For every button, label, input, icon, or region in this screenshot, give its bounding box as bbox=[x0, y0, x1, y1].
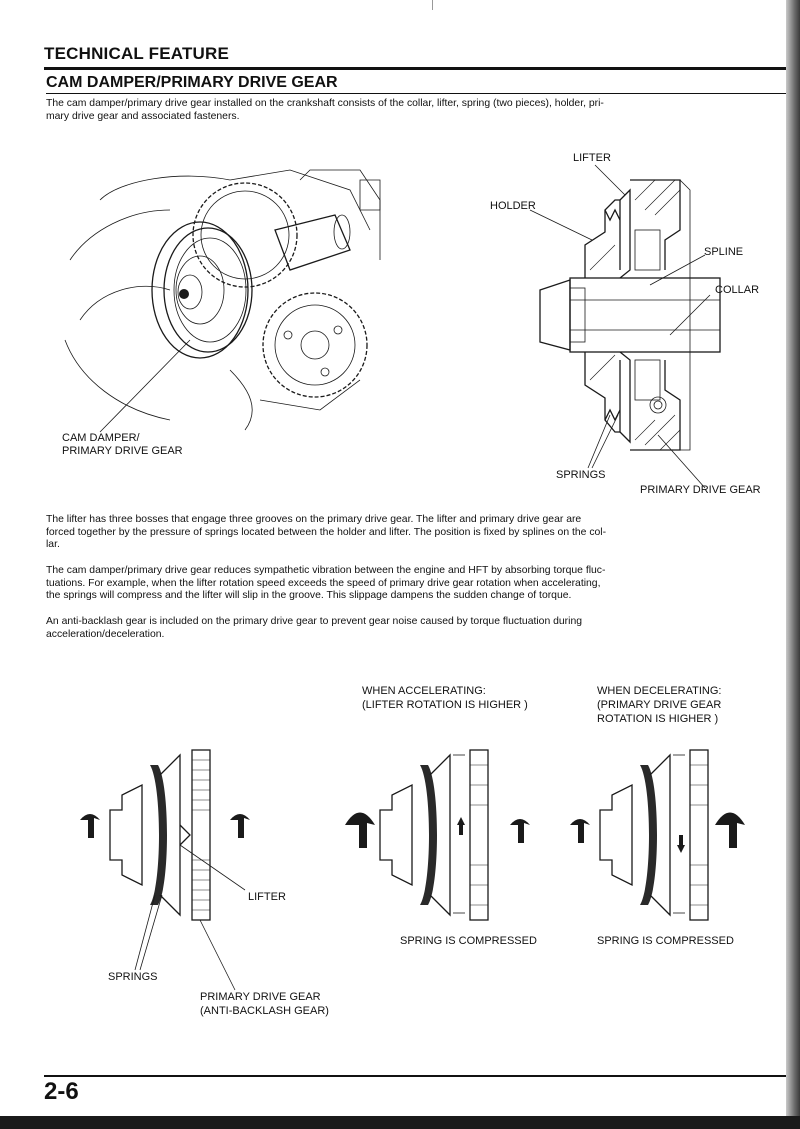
body-line: lar. bbox=[46, 539, 60, 551]
intro-line: The cam damper/primary drive gear instal… bbox=[46, 98, 604, 109]
label-lifter-rotation-higher: (LIFTER ROTATION IS HIGHER ) bbox=[362, 699, 528, 711]
footer-rule bbox=[44, 1075, 788, 1077]
body-line: An anti-backlash gear is included on the… bbox=[46, 616, 583, 627]
label-lifter-diagram: LIFTER bbox=[248, 891, 286, 903]
body-paragraph-3: An anti-backlash gear is included on the… bbox=[46, 616, 790, 641]
heading-rule bbox=[46, 93, 786, 94]
body-paragraph-2: The cam damper/primary drive gear reduce… bbox=[46, 565, 790, 603]
top-edge-mark bbox=[432, 0, 433, 10]
label-cam-damper-line2: PRIMARY DRIVE GEAR bbox=[62, 445, 183, 457]
label-springs-diagram: SPRINGS bbox=[108, 971, 158, 983]
label-when-decelerating: WHEN DECELERATING: bbox=[597, 685, 722, 697]
label-pdg-anti-backlash-2: (ANTI-BACKLASH GEAR) bbox=[200, 1005, 329, 1017]
label-collar: COLLAR bbox=[715, 284, 760, 296]
cam-damper-cross-section bbox=[529, 164, 721, 489]
page-edge-shadow bbox=[786, 0, 800, 1129]
body-line: the springs will compress and the lifter… bbox=[46, 590, 572, 602]
label-pdg-anti-backlash-1: PRIMARY DRIVE GEAR bbox=[200, 991, 321, 1003]
damper-diagram-decelerating bbox=[570, 749, 745, 921]
page-number: 2-6 bbox=[44, 1078, 79, 1105]
body-line: forced together by the pressure of sprin… bbox=[46, 526, 607, 538]
body-line: The lifter has three bosses that engage … bbox=[46, 514, 582, 525]
damper-diagram-accelerating bbox=[345, 749, 530, 921]
intro-paragraph: The cam damper/primary drive gear instal… bbox=[46, 98, 790, 123]
body-line: The cam damper/primary drive gear reduce… bbox=[46, 565, 606, 576]
label-pdg-rotation-line1: (PRIMARY DRIVE GEAR bbox=[597, 699, 722, 711]
body-line: acceleration/deceleration. bbox=[46, 628, 165, 640]
label-spring-compressed-accel: SPRING IS COMPRESSED bbox=[400, 935, 537, 947]
label-holder: HOLDER bbox=[490, 200, 536, 212]
engine-perspective-illustration bbox=[64, 169, 381, 433]
header-rule bbox=[44, 67, 788, 70]
label-cam-damper-line1: CAM DAMPER/ bbox=[62, 432, 140, 444]
label-primary-drive-gear-section: PRIMARY DRIVE GEAR bbox=[640, 484, 761, 496]
section-title: TECHNICAL FEATURE bbox=[44, 44, 230, 63]
body-paragraph-1: The lifter has three bosses that engage … bbox=[46, 514, 790, 552]
body-line: tuations. For example, when the lifter r… bbox=[46, 577, 601, 589]
page-heading: CAM DAMPER/PRIMARY DRIVE GEAR bbox=[46, 74, 338, 91]
label-spline: SPLINE bbox=[704, 246, 744, 258]
label-springs-section: SPRINGS bbox=[556, 469, 606, 481]
label-lifter-section: LIFTER bbox=[573, 152, 611, 164]
intro-line: mary drive gear and associated fasteners… bbox=[46, 110, 240, 122]
label-spring-compressed-decel: SPRING IS COMPRESSED bbox=[597, 935, 734, 947]
label-pdg-rotation-line2: ROTATION IS HIGHER ) bbox=[597, 713, 719, 725]
bottom-edge-band bbox=[0, 1116, 800, 1129]
damper-diagram-neutral bbox=[80, 749, 250, 991]
label-when-accelerating: WHEN ACCELERATING: bbox=[362, 685, 486, 697]
